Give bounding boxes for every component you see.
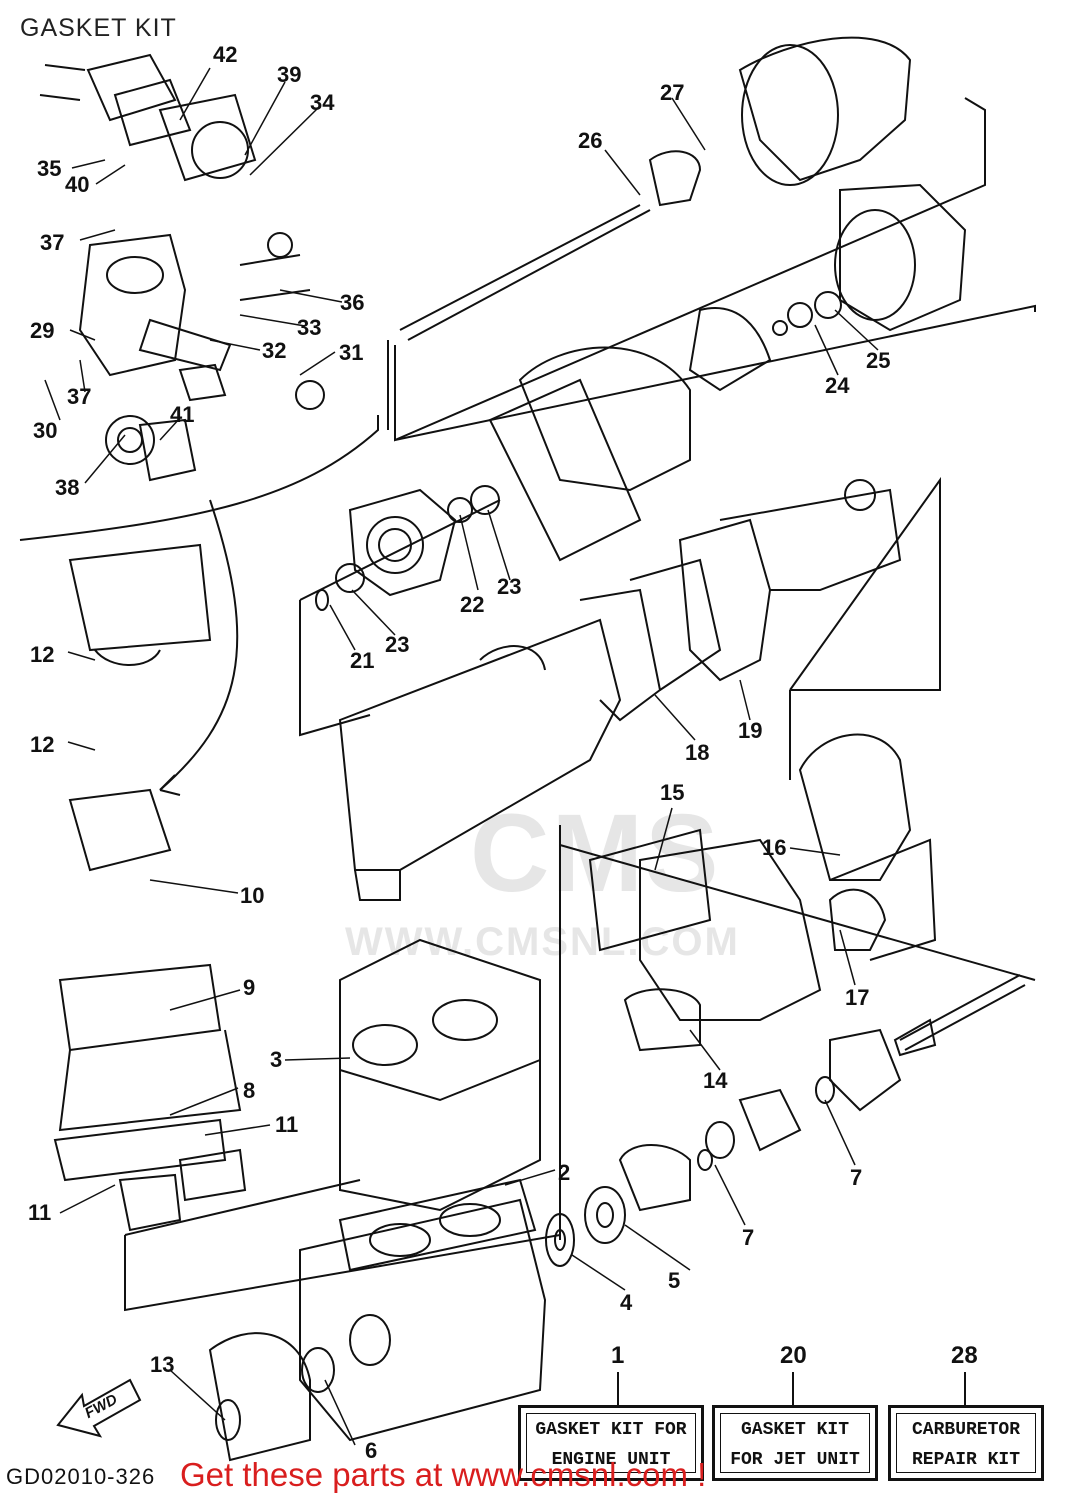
engine-block bbox=[53, 499, 561, 1462]
callout-34: 34 bbox=[310, 90, 335, 115]
watermark-url: WWW.CMSNL.COM bbox=[345, 920, 740, 964]
diagram-code: GD02010-326 bbox=[6, 1464, 156, 1489]
callout-33: 33 bbox=[297, 315, 322, 340]
callout-10: 10 bbox=[240, 883, 265, 908]
kit-engine-line1: GASKET KIT FOR bbox=[535, 1420, 687, 1440]
page-title: GASKET KIT bbox=[20, 14, 177, 42]
callout-40: 40 bbox=[65, 172, 90, 197]
callout-30: 30 bbox=[33, 418, 58, 443]
kit-carb-line1: CARBURETOR bbox=[911, 1420, 1021, 1440]
callout-12-lower: 12 bbox=[30, 732, 55, 757]
kit-box-inner-frame bbox=[896, 1413, 1036, 1473]
callout-39: 39 bbox=[277, 62, 302, 87]
callout-8: 8 bbox=[243, 1078, 256, 1103]
jet-pump-assembly bbox=[394, 36, 1036, 562]
promo-link-text[interactable]: Get these parts at www.cmsnl.com ! bbox=[180, 1456, 707, 1493]
callout-27: 27 bbox=[660, 80, 685, 105]
callout-25: 25 bbox=[866, 348, 891, 373]
callout-37-upper: 37 bbox=[40, 230, 65, 255]
callout-15: 15 bbox=[660, 780, 685, 805]
kit-number-jet: 20 bbox=[780, 1342, 807, 1369]
callout-5: 5 bbox=[668, 1268, 681, 1293]
callout-19: 19 bbox=[738, 718, 763, 743]
callout-4: 4 bbox=[620, 1290, 633, 1315]
kit-jet-line2: FOR JET UNIT bbox=[730, 1450, 860, 1470]
callout-12-upper: 12 bbox=[30, 642, 55, 667]
leader-lines bbox=[44, 67, 879, 1446]
callout-41: 41 bbox=[170, 402, 195, 427]
callout-17: 17 bbox=[845, 985, 870, 1010]
drive-shaft bbox=[545, 844, 1036, 1267]
callout-22: 22 bbox=[460, 592, 485, 617]
callout-32: 32 bbox=[262, 338, 287, 363]
kit-box-jet-unit: GASKET KIT FOR JET UNIT bbox=[712, 1405, 878, 1481]
callout-31: 31 bbox=[339, 340, 364, 365]
callout-24: 24 bbox=[825, 373, 850, 398]
kit-box-engine-unit: GASKET KIT FOR ENGINE UNIT bbox=[518, 1405, 704, 1481]
callout-21: 21 bbox=[350, 648, 375, 673]
kit-box-inner-frame bbox=[720, 1413, 870, 1473]
callout-9: 9 bbox=[243, 975, 256, 1000]
callout-42: 42 bbox=[213, 42, 238, 67]
callout-37-lower: 37 bbox=[67, 384, 92, 409]
callout-38: 38 bbox=[55, 475, 80, 500]
kit-carb-line2: REPAIR KIT bbox=[911, 1450, 1021, 1470]
callout-18: 18 bbox=[685, 740, 710, 765]
bearing-housing bbox=[299, 485, 501, 737]
kit-engine-line2: ENGINE UNIT bbox=[551, 1450, 671, 1470]
callout-23-right: 23 bbox=[497, 574, 522, 599]
callout-6: 6 bbox=[365, 1438, 378, 1463]
callout-26: 26 bbox=[578, 128, 603, 153]
kit-number-engine: 1 bbox=[611, 1342, 625, 1369]
callout-7-right: 7 bbox=[850, 1165, 863, 1190]
carburetor-assembly bbox=[19, 53, 389, 541]
callout-23-left: 23 bbox=[385, 632, 410, 657]
kit-box-inner-frame bbox=[526, 1413, 696, 1473]
kit-box-carburetor: CARBURETOR REPAIR KIT bbox=[888, 1405, 1044, 1481]
callout-35: 35 bbox=[37, 156, 62, 181]
callout-36: 36 bbox=[340, 290, 365, 315]
callout-11-right: 11 bbox=[275, 1112, 299, 1137]
callout-13: 13 bbox=[150, 1352, 175, 1377]
callout-11-left: 11 bbox=[28, 1200, 52, 1225]
fwd-arrow bbox=[56, 1378, 142, 1438]
callout-29: 29 bbox=[30, 318, 55, 343]
callout-7-left: 7 bbox=[742, 1225, 755, 1250]
exhaust-assembly bbox=[338, 476, 941, 1052]
callout-16: 16 bbox=[762, 835, 787, 860]
callout-3: 3 bbox=[270, 1047, 283, 1072]
callout-2: 2 bbox=[558, 1160, 571, 1185]
callout-14: 14 bbox=[703, 1068, 728, 1093]
kit-jet-line1: GASKET KIT bbox=[740, 1420, 850, 1440]
kit-number-carburetor: 28 bbox=[951, 1342, 978, 1369]
